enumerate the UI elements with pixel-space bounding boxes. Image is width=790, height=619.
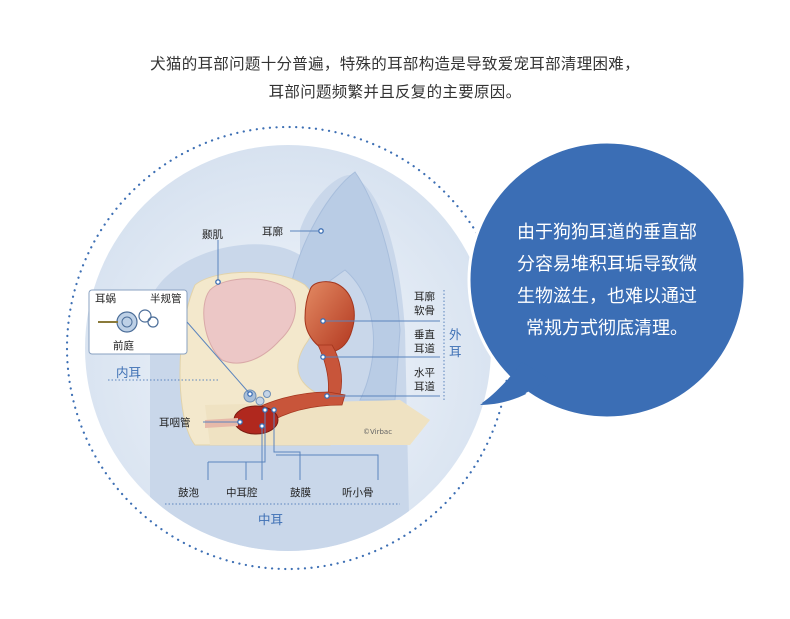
outer-ear-label-1: 外 xyxy=(449,327,462,342)
auricular-cartilage xyxy=(304,281,355,353)
eustachian-label: 耳咽管 xyxy=(159,416,191,429)
group-separators xyxy=(108,290,445,505)
auricle-label: 耳廓 xyxy=(262,225,283,238)
temporalis-muscle xyxy=(203,278,296,364)
auricular-cartilage-label-1: 耳廓 xyxy=(414,290,435,303)
eardrum-label: 鼓膜 xyxy=(290,486,311,499)
cochlea-label: 耳蜗 xyxy=(95,293,116,305)
intro-line-2: 耳部问题频繁并且反复的主要原因。 xyxy=(268,83,522,101)
vestibule-label: 前庭 xyxy=(113,339,134,352)
temporalis-label: 颞肌 xyxy=(202,229,223,241)
horizontal-canal-label-1: 水平 xyxy=(414,367,435,379)
bubble-line-2: 分容易堆积耳垢导致微 xyxy=(517,254,697,275)
speech-bubble: 由于狗狗耳道的垂直部 分容易堆积耳垢导致微 生物滋生，也难以通过 常规方式彻底清… xyxy=(467,140,747,420)
ossicles-label: 听小骨 xyxy=(342,487,374,499)
leader-dots xyxy=(215,228,330,429)
horizontal-canal-label-2: 耳道 xyxy=(414,380,435,393)
middle-cavity-label: 中耳腔 xyxy=(226,486,258,499)
bubble-line-3: 生物滋生，也难以通过 xyxy=(517,286,697,307)
inner-ear-inset: 耳蜗 半规管 前庭 xyxy=(88,289,188,355)
inner-ear-label: 内耳 xyxy=(116,365,141,380)
ear-flap xyxy=(289,171,401,401)
vertical-canal-label-2: 耳道 xyxy=(414,342,435,355)
leader-lines xyxy=(186,230,440,480)
eustachian-tube xyxy=(205,418,238,428)
intro-text: 犬猫的耳部问题十分普遍，特殊的耳部构造是导致爱宠耳部清理困难， 耳部问题频繁并且… xyxy=(0,50,790,106)
vertical-canal-label-1: 垂直 xyxy=(414,328,435,341)
intro-line-1: 犬猫的耳部问题十分普遍，特殊的耳部构造是导致爱宠耳部清理困难， xyxy=(150,55,640,73)
credit-text: ©Virbac xyxy=(363,428,392,436)
bubble-line-1: 由于狗狗耳道的垂直部 xyxy=(517,222,697,243)
bulla-label: 鼓泡 xyxy=(178,486,199,499)
semicircular-label: 半规管 xyxy=(150,292,182,305)
middle-ear-label: 中耳 xyxy=(258,512,283,527)
outer-ear-label-2: 耳 xyxy=(449,344,462,359)
auricular-cartilage-label-2: 软骨 xyxy=(414,304,435,317)
bubble-line-4: 常规方式彻底清理。 xyxy=(526,318,688,339)
